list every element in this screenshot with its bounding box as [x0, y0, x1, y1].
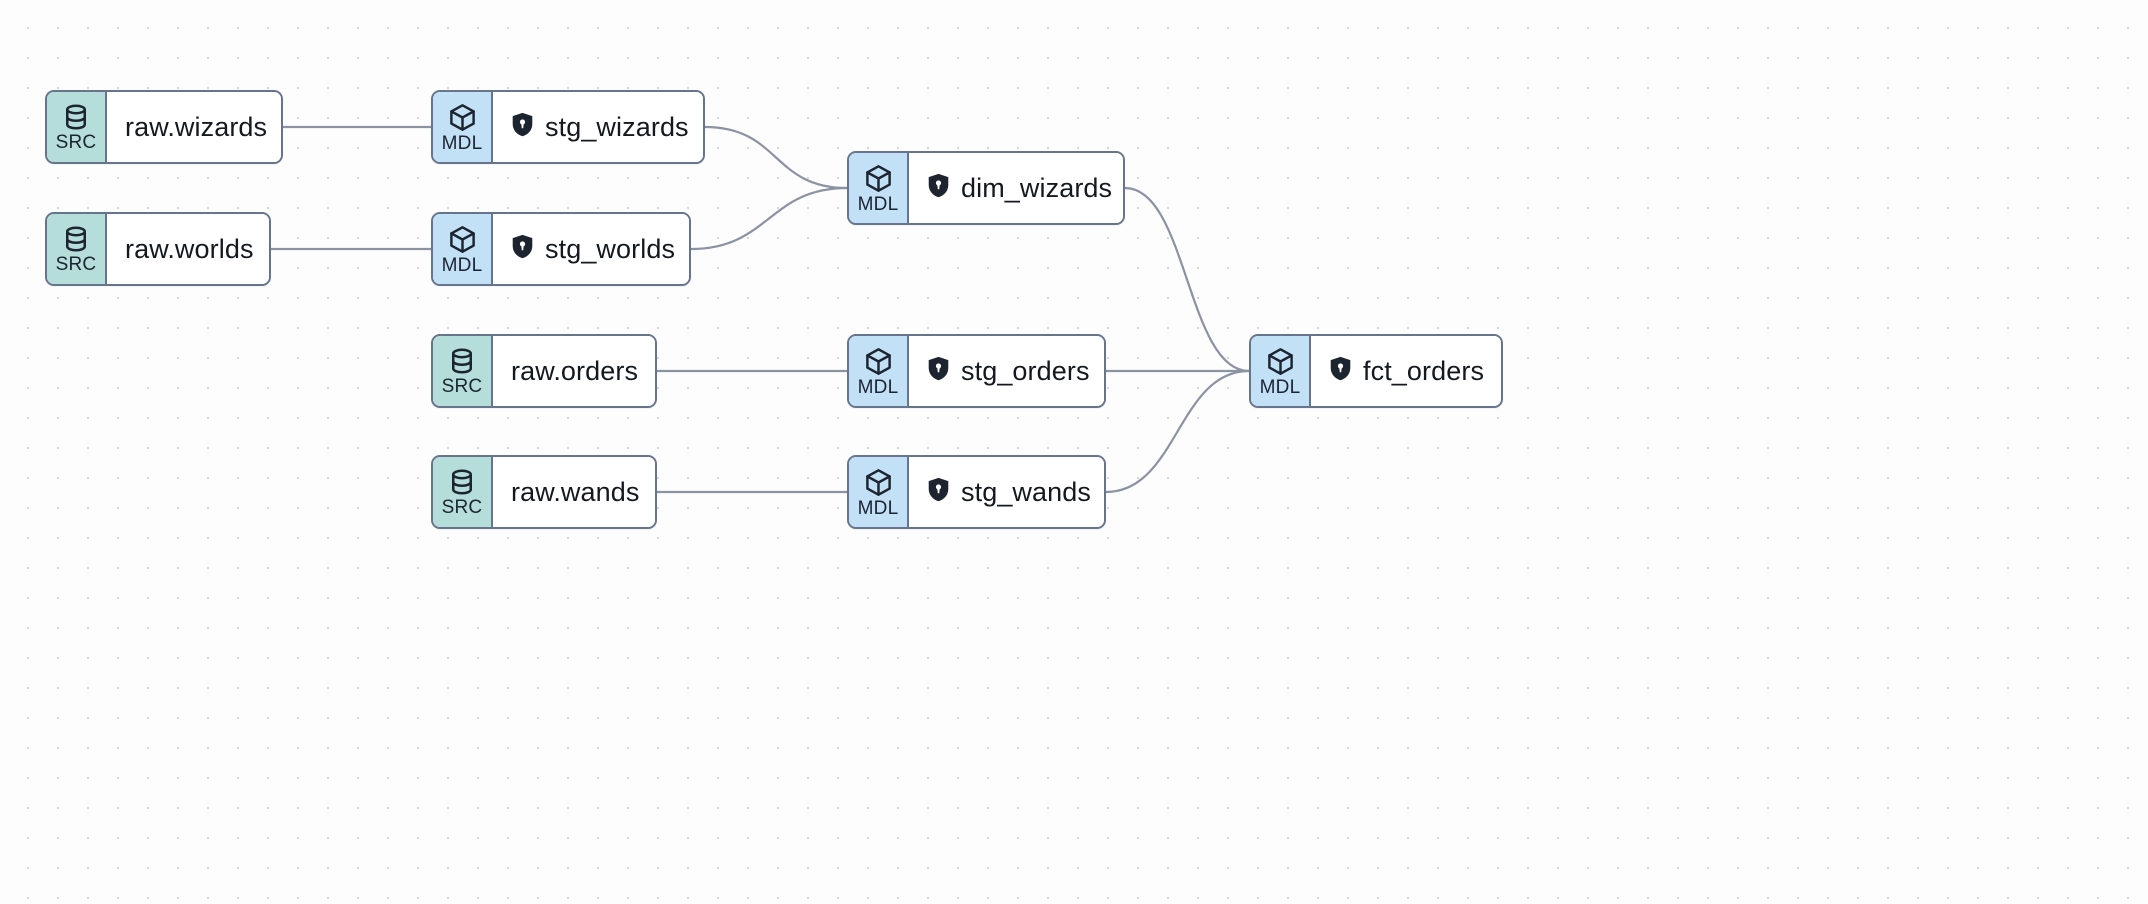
node-body: stg_wizards: [493, 92, 703, 162]
edge-stg_wizards-to-dim_wizards[interactable]: [703, 125, 849, 190]
badge-label: MDL: [857, 193, 899, 215]
node-body: stg_worlds: [493, 214, 689, 284]
node-body: stg_wands: [909, 457, 1104, 527]
node-raw_orders[interactable]: SRC raw.orders: [431, 334, 657, 408]
node-body: dim_wizards: [909, 153, 1123, 223]
badge-label: SRC: [441, 497, 483, 518]
node-type-badge-mdl: MDL: [849, 153, 909, 223]
database-icon: [61, 102, 91, 132]
node-raw_worlds[interactable]: SRC raw.worlds: [45, 212, 271, 286]
node-type-badge-mdl: MDL: [433, 214, 493, 284]
node-stg_wizards[interactable]: MDL stg_wizards: [431, 90, 705, 164]
badge-label: SRC: [441, 376, 483, 397]
node-body: raw.worlds: [107, 214, 269, 284]
shield-lock-icon: [927, 173, 950, 203]
node-label: dim_wizards: [961, 172, 1113, 203]
node-body: raw.wizards: [107, 92, 281, 162]
node-label: stg_wands: [961, 476, 1091, 507]
node-stg_wands[interactable]: MDL stg_wands: [847, 455, 1106, 529]
cube-icon: [1265, 346, 1296, 377]
node-label: raw.orders: [511, 355, 639, 386]
node-body: raw.wands: [493, 457, 655, 527]
badge-label: MDL: [441, 132, 483, 154]
node-type-badge-src: SRC: [433, 457, 493, 527]
badge-label: MDL: [441, 254, 483, 276]
badge-label: MDL: [1259, 376, 1301, 398]
node-type-badge-src: SRC: [47, 92, 107, 162]
node-fct_orders[interactable]: MDL fct_orders: [1249, 334, 1503, 408]
badge-label: MDL: [857, 497, 899, 519]
cube-icon: [447, 102, 478, 133]
shield-lock-icon: [1329, 356, 1352, 386]
database-icon: [61, 224, 91, 254]
node-label: stg_orders: [961, 355, 1090, 386]
node-type-badge-mdl: MDL: [1251, 336, 1311, 406]
edge-stg_wands-to-fct_orders[interactable]: [1104, 369, 1251, 494]
node-body: fct_orders: [1311, 336, 1501, 406]
edge-dim_wizards-to-fct_orders[interactable]: [1123, 186, 1251, 373]
node-type-badge-mdl: MDL: [433, 92, 493, 162]
node-type-badge-src: SRC: [433, 336, 493, 406]
cube-icon: [863, 467, 894, 498]
database-icon: [447, 467, 477, 497]
node-label: raw.worlds: [125, 233, 254, 264]
edge-stg_worlds-to-dim_wizards[interactable]: [689, 186, 849, 251]
node-type-badge-mdl: MDL: [849, 336, 909, 406]
node-label: stg_wizards: [545, 111, 689, 142]
node-stg_worlds[interactable]: MDL stg_worlds: [431, 212, 691, 286]
node-label: stg_worlds: [545, 233, 676, 264]
shield-lock-icon: [511, 112, 534, 142]
shield-lock-icon: [927, 356, 950, 386]
cube-icon: [447, 224, 478, 255]
badge-label: SRC: [55, 132, 97, 153]
cube-icon: [863, 163, 894, 194]
node-stg_orders[interactable]: MDL stg_orders: [847, 334, 1106, 408]
database-icon: [447, 346, 477, 376]
node-body: stg_orders: [909, 336, 1104, 406]
cube-icon: [863, 346, 894, 377]
shield-lock-icon: [511, 234, 534, 264]
node-label: fct_orders: [1363, 355, 1485, 386]
node-label: raw.wands: [511, 476, 640, 507]
node-raw_wizards[interactable]: SRC raw.wizards: [45, 90, 283, 164]
node-raw_wands[interactable]: SRC raw.wands: [431, 455, 657, 529]
node-dim_wizards[interactable]: MDL dim_wizards: [847, 151, 1125, 225]
badge-label: SRC: [55, 254, 97, 275]
shield-lock-icon: [927, 477, 950, 507]
node-body: raw.orders: [493, 336, 655, 406]
node-type-badge-mdl: MDL: [849, 457, 909, 527]
badge-label: MDL: [857, 376, 899, 398]
node-type-badge-src: SRC: [47, 214, 107, 284]
node-label: raw.wizards: [125, 111, 268, 142]
